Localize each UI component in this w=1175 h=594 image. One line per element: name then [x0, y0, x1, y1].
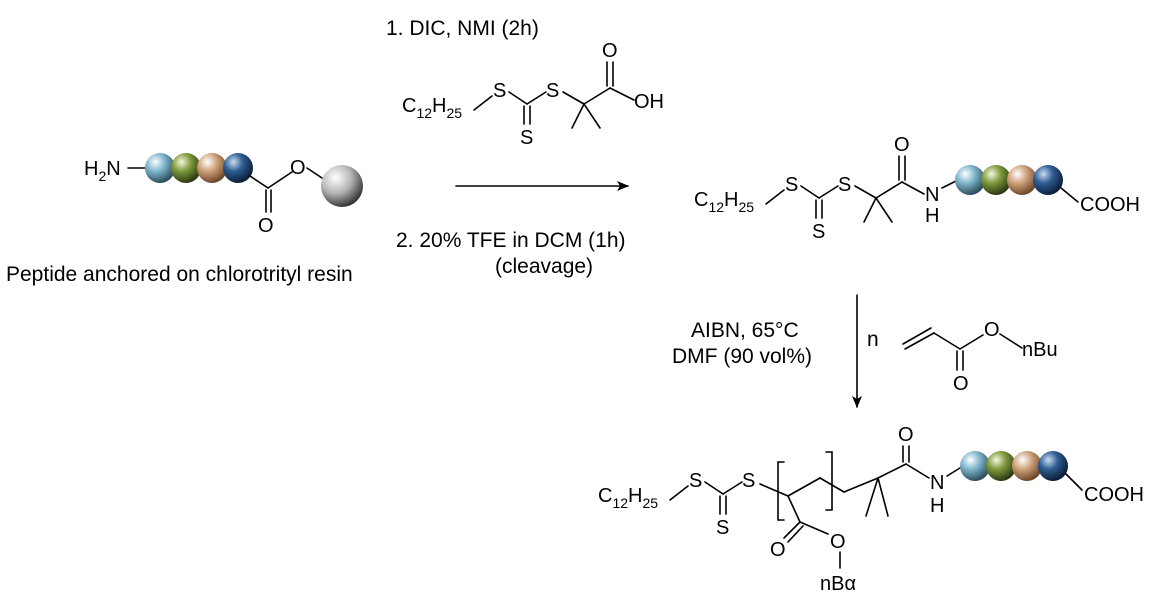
dodecyl-group: C12H25 [694, 189, 754, 215]
starting-material: H2N O O Peptide anchored on chlorotrityl… [6, 153, 363, 286]
peptide-bead-1 [955, 165, 985, 195]
carboxylic-acid: COOH [1084, 484, 1144, 506]
monomer-butyl: nBu [1022, 339, 1058, 361]
sulfur-1: S [689, 470, 702, 492]
amide-oxygen: O [894, 134, 910, 156]
dodecyl-group: C12H25 [598, 485, 658, 511]
monomer-ester-oxygen: O [984, 319, 1000, 341]
step2-label: 2. 20% TFE in DCM (1h) [396, 229, 626, 252]
amide-nitrogen: N [930, 472, 944, 494]
polymerization-step: AIBN, 65°C DMF (90 vol%) n O O nBu [672, 294, 1058, 408]
sulfur-1: S [493, 80, 506, 102]
hydroxyl-group: OH [634, 91, 664, 113]
ester-oxygen: O [290, 157, 306, 179]
repeat-n: n [867, 328, 879, 351]
pendant-carbonyl-oxygen: O [770, 539, 786, 561]
amide-hydrogen: H [930, 495, 944, 517]
polymerization-conditions-2: DMF (90 vol%) [672, 345, 812, 368]
peptide-bead-1 [960, 451, 990, 481]
polymerization-conditions-1: AIBN, 65°C [691, 319, 799, 342]
pendant-ester-oxygen: O [830, 531, 846, 553]
polymer-peptide-product: C12H25 S S S O O nBα O N H [598, 424, 1144, 594]
thione-sulfur: S [520, 127, 533, 149]
pendant-butyl: nBα [820, 573, 856, 594]
carboxylic-acid: COOH [1080, 194, 1140, 216]
step2-note: (cleavage) [495, 255, 593, 278]
peptide-bead-4 [1033, 165, 1063, 195]
carbonyl-oxygen: O [258, 215, 274, 237]
step-reagents: 1. DIC, NMI (2h) C12H25 S S S O OH 2. 20… [386, 17, 664, 278]
amine-group: H2N [84, 158, 121, 184]
peptide-bead-2 [981, 165, 1011, 195]
sulfur-2: S [838, 174, 851, 196]
peptide-bead-1 [145, 153, 175, 183]
sulfur-2: S [546, 80, 559, 102]
resin-bead [321, 165, 363, 207]
sulfur-2: S [742, 470, 755, 492]
cta-peptide-intermediate: C12H25 S S S O N H COOH [694, 134, 1140, 243]
thione-sulfur: S [812, 221, 825, 243]
peptide-bead-2 [171, 153, 201, 183]
thione-sulfur: S [716, 517, 729, 539]
repeat-bracket-left [777, 461, 785, 521]
repeat-bracket-right [825, 451, 833, 511]
start-material-label: Peptide anchored on chlorotrityl resin [6, 263, 353, 286]
peptide-bead-3 [1012, 451, 1042, 481]
peptide-bead-4 [1038, 451, 1068, 481]
amide-hydrogen: H [925, 205, 939, 227]
amide-nitrogen: N [925, 184, 939, 206]
acid-carbonyl-oxygen: O [602, 40, 618, 62]
peptide-bead-3 [1007, 165, 1037, 195]
peptide-bead-4 [223, 153, 253, 183]
peptide-bead-3 [197, 153, 227, 183]
monomer-carbonyl-oxygen: O [953, 373, 969, 395]
sulfur-1: S [785, 174, 798, 196]
step1-label: 1. DIC, NMI (2h) [386, 17, 539, 40]
amide-oxygen: O [898, 424, 914, 446]
dodecyl-group: C12H25 [402, 95, 462, 121]
peptide-bead-2 [986, 451, 1016, 481]
